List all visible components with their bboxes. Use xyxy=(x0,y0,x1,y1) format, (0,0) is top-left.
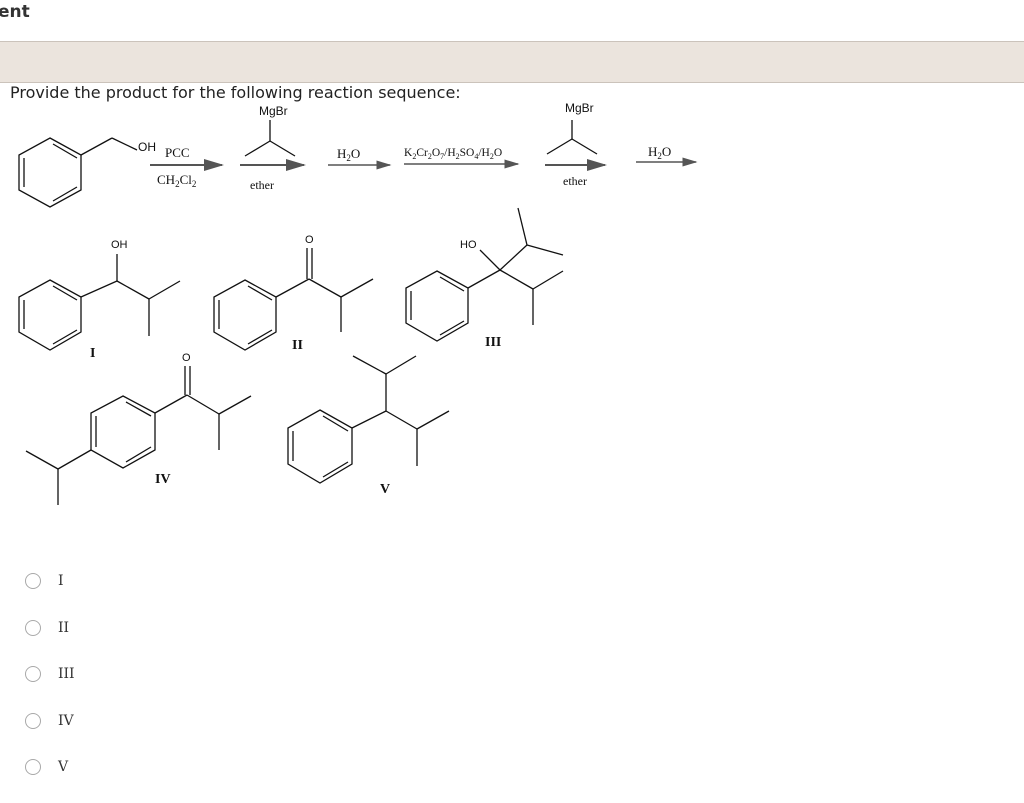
structure-IV xyxy=(25,366,252,505)
ether-label-1: ether xyxy=(250,178,274,192)
option-label: I xyxy=(58,573,64,590)
structure-IV-o: O xyxy=(182,352,191,364)
starting-material-benzyl-alcohol xyxy=(18,137,138,208)
structure-I-label: I xyxy=(90,346,95,361)
mgbr-label-1: MgBr xyxy=(259,104,288,118)
ether-label-2: ether xyxy=(563,174,587,188)
option-IV[interactable]: IV xyxy=(25,698,75,745)
structure-III xyxy=(405,207,564,342)
reaction-scheme-figure: OH PCC CH2Cl2 MgBr ether H2O K2Cr2O7/H2S… xyxy=(18,101,698,505)
pcc-label: PCC xyxy=(165,145,190,160)
question-prompt: Provide the product for the following re… xyxy=(10,83,461,102)
option-V[interactable]: V xyxy=(25,744,75,791)
structure-II-label: II xyxy=(292,338,303,353)
page-heading: ent xyxy=(0,2,30,22)
structure-III-label: III xyxy=(485,335,501,350)
question-header-band xyxy=(0,41,1024,83)
option-III[interactable]: III xyxy=(25,651,75,698)
structure-I xyxy=(18,254,181,351)
h2o-label-2: H2O xyxy=(648,144,671,161)
ch2cl2-label: CH2Cl2 xyxy=(157,172,196,189)
mgbr-label-2: MgBr xyxy=(565,101,594,115)
oh-label: OH xyxy=(138,140,156,154)
structure-III-ho: HO xyxy=(460,239,477,251)
radio-button[interactable] xyxy=(25,666,41,683)
option-label: II xyxy=(58,619,70,636)
radio-button[interactable] xyxy=(25,712,41,729)
option-label: V xyxy=(58,759,69,776)
option-label: III xyxy=(58,666,75,683)
h2o-label-1: H2O xyxy=(337,146,360,163)
structure-II xyxy=(213,248,374,351)
structure-V xyxy=(287,355,450,484)
structure-II-o: O xyxy=(305,234,314,246)
radio-button[interactable] xyxy=(25,759,41,776)
option-II[interactable]: II xyxy=(25,605,75,652)
option-I[interactable]: I xyxy=(25,558,75,605)
structure-IV-label: IV xyxy=(155,472,171,487)
structure-I-oh: OH xyxy=(111,239,128,251)
structure-V-label: V xyxy=(380,482,390,497)
answer-options: I II III IV V xyxy=(25,558,75,791)
radio-button[interactable] xyxy=(25,573,41,590)
k2cr2o7-label: K2Cr2O7/H2SO4/H2O xyxy=(404,147,502,161)
option-label: IV xyxy=(58,712,74,729)
radio-button[interactable] xyxy=(25,619,41,636)
